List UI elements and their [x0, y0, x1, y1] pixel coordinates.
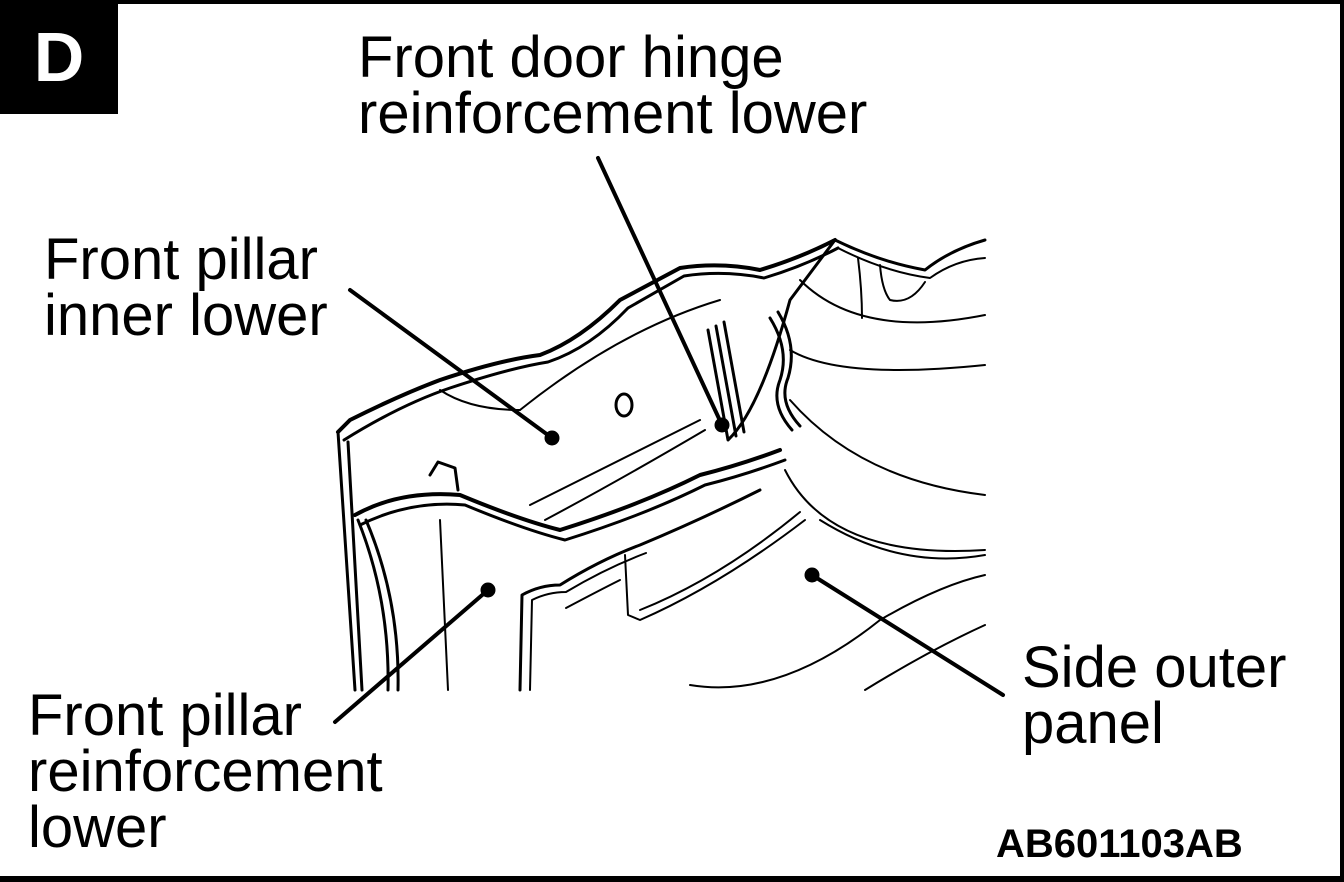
label-line: Front pillar — [28, 683, 302, 748]
leader-hinge — [596, 156, 724, 427]
label-front-door-hinge-reinforcement-lower: Front door hinge reinforcement lower — [358, 25, 868, 146]
label-side-outer-panel: Side outer panel — [1022, 635, 1287, 756]
inner-surface-line-2 — [519, 299, 721, 411]
side-outer-top — [833, 238, 987, 272]
side-outer-contour-4 — [789, 399, 986, 496]
pillar-top-flange — [336, 238, 837, 434]
label-line: Front pillar — [44, 227, 318, 292]
side-outer-contour-1 — [857, 257, 863, 319]
leader-side-outer — [810, 573, 1005, 697]
side-outer-contour-8 — [864, 624, 986, 691]
pillar-inner-wall — [356, 518, 390, 692]
label-line: Front door hinge — [358, 25, 784, 90]
label-line: reinforcement lower — [358, 81, 868, 146]
leader-dot-hinge — [714, 417, 730, 433]
leader-dot-pillar-reinf — [480, 582, 496, 598]
leader-dot-side-outer — [804, 567, 820, 583]
side-outer-contour-7 — [689, 574, 986, 689]
reinforcement-lip-2 — [529, 552, 647, 691]
pillar-outer-wall-left-2 — [346, 440, 364, 692]
reinforcement-step — [624, 519, 806, 621]
label-front-pillar-reinforcement-lower: Front pillar reinforcement lower — [28, 683, 383, 860]
hinge-channel-5 — [776, 310, 802, 428]
ledge-line-3 — [529, 419, 701, 506]
side-outer-contour-3 — [789, 349, 986, 371]
label-line: inner lower — [44, 283, 328, 348]
label-line: panel — [1022, 691, 1164, 756]
view-letter-badge: D — [0, 0, 118, 114]
side-outer-contour-6 — [819, 519, 986, 560]
figure-code: AB601103AB — [996, 822, 1243, 866]
reinforcement-step-2 — [639, 511, 801, 611]
pillar-outer-wall-left — [336, 430, 357, 692]
pillar-edge — [439, 519, 449, 691]
side-outer-contour-2 — [799, 279, 986, 324]
label-front-pillar-inner-lower: Front pillar inner lower — [44, 227, 328, 348]
reinforcement-lip — [518, 488, 762, 692]
side-outer-top-2 — [837, 247, 986, 279]
hinge-channel-4 — [768, 316, 794, 432]
hinge-channel-3 — [722, 320, 746, 434]
label-line: reinforcement — [28, 739, 383, 804]
label-line: lower — [28, 795, 167, 860]
pillar-top-flange-2 — [342, 246, 840, 442]
hinge-channel-1 — [706, 238, 837, 442]
side-outer-top-3 — [879, 264, 926, 302]
inner-hole — [614, 392, 634, 418]
ledge-line-1 — [353, 448, 782, 532]
ledge-line-4 — [544, 429, 706, 521]
leader-pillar-reinf — [333, 588, 490, 724]
side-outer-contour-5 — [784, 469, 986, 552]
label-line: Side outer — [1022, 635, 1287, 700]
hinge-channel-2 — [714, 324, 738, 438]
leader-dot-pillar-inner — [544, 430, 560, 446]
ledge-line-2 — [358, 458, 787, 542]
reinforcement-line — [565, 579, 621, 609]
leader-pillar-inner — [348, 288, 554, 440]
ledge-tab — [428, 460, 460, 492]
